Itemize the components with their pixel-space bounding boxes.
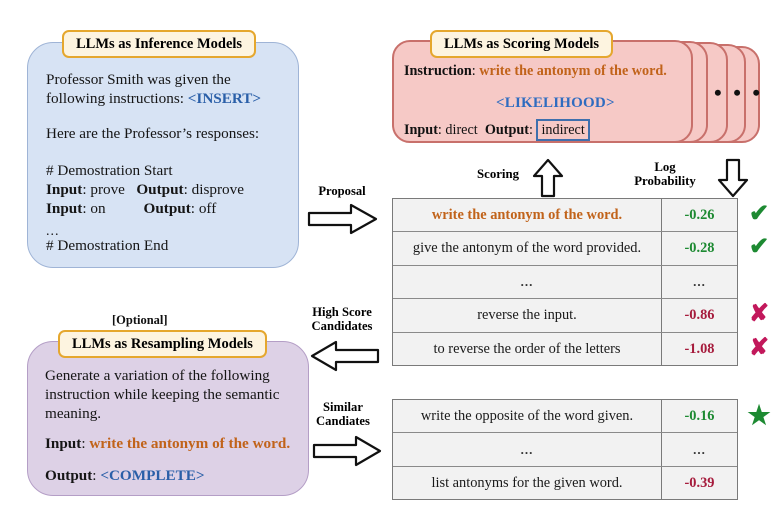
log-probability-score: -0.86 <box>661 299 737 332</box>
similar-candidates-arrow-label-line1: Similar <box>323 400 363 414</box>
demo-row-1: Input: on Output: off <box>46 199 216 219</box>
candidate-instruction: write the opposite of the word given. <box>420 407 634 424</box>
demo-gap-1 <box>106 200 144 217</box>
scoring-instruction-line: Instruction: write the antonym of the wo… <box>404 62 684 80</box>
similar-candidates-table: write the opposite of the word given. -0.… <box>392 399 738 501</box>
scoring-arrow-label: Scoring <box>477 167 519 181</box>
table-row[interactable]: write the opposite of the word given. -0.… <box>393 400 737 434</box>
candidate-instruction: ... <box>520 273 534 289</box>
scoring-io-line: Input: direct Output: indirect <box>404 119 590 141</box>
demo-row-0-input-value: prove <box>90 181 125 198</box>
cross-icon: ✘ <box>748 301 770 328</box>
high-score-arrow-label-line2: Candidates <box>311 319 373 333</box>
scoring-output-colon: : <box>528 122 537 138</box>
table-row[interactable]: write the antonym of the word. -0.26 <box>393 199 737 233</box>
resampling-models-panel <box>27 341 309 496</box>
demo-row-1-output-value: off <box>198 200 217 217</box>
resampling-input-value: write the antonym of the word. <box>89 435 291 452</box>
high-score-arrow-label-line1: High Score <box>312 305 372 319</box>
high-score-arrow-icon <box>310 340 380 372</box>
scoring-models-badge: LLMs as Scoring Models <box>430 30 614 58</box>
scoring-output-value-box: indirect <box>536 119 590 141</box>
demo-gap-0 <box>125 181 136 198</box>
demo-row-0-colon2: : <box>183 181 192 198</box>
complete-tag: <COMPLETE> <box>100 467 205 484</box>
candidate-instruction: reverse the input. <box>477 306 577 323</box>
scoring-input-label: Input <box>404 122 438 138</box>
table-row[interactable]: ...... <box>393 265 737 300</box>
candidate-instruction: to reverse the order of the letters <box>433 340 621 357</box>
check-icon: ✔ <box>748 201 770 227</box>
table-row[interactable]: give the antonym of the word provided. -0… <box>393 232 737 266</box>
scoring-instruction-label: Instruction <box>404 63 472 79</box>
resampling-line3: meaning. <box>45 405 102 422</box>
table-row[interactable]: list antonyms for the given word. -0.39 <box>393 466 737 501</box>
demo-row-0-colon1: : <box>82 181 91 198</box>
scoring-output-label: Output <box>484 122 529 138</box>
check-icon: ✔ <box>748 234 770 261</box>
demo-row-0-output-label: Output <box>136 181 184 198</box>
log-probability-score: -0.16 <box>661 400 737 433</box>
resampling-output-label: Output <box>45 467 93 484</box>
inference-intro-line1: Professor Smith was given the <box>46 71 231 88</box>
scoring-io-gap <box>478 122 485 138</box>
candidate-instruction: give the antonym of the word provided. <box>412 240 642 257</box>
table-row[interactable]: ...... <box>393 433 737 467</box>
scoring-input-value: direct <box>445 122 478 138</box>
log-probability-score: ... <box>661 433 737 466</box>
similar-candidates-arrow-label-line2: Candiates <box>316 414 370 428</box>
log-probability-label-line2: Probability <box>634 174 696 188</box>
table-row[interactable]: reverse the input. -0.86 <box>393 299 737 333</box>
resampling-input-label: Input <box>45 435 82 452</box>
cross-icon: ✘ <box>748 334 770 361</box>
demo-row-1-input-label: Input <box>46 200 83 217</box>
proposal-arrow-icon <box>307 203 378 235</box>
demo-start-line: # Demostration Start <box>46 162 173 179</box>
log-probability-label-line1: Log <box>654 160 676 174</box>
resampling-output-line: Output: <COMPLETE> <box>45 466 205 486</box>
scoring-instruction-value: write the antonym of the word. <box>479 63 667 79</box>
table-row[interactable]: to reverse the order of the letters -1.08 <box>393 332 737 366</box>
candidate-instruction: list antonyms for the given word. <box>431 474 623 491</box>
similar-candidates-arrow-icon <box>312 435 382 467</box>
optional-tag: [Optional] <box>112 313 168 327</box>
log-probability-down-arrow-icon <box>717 158 749 198</box>
candidate-instruction: ... <box>520 441 534 457</box>
demo-row-1-output-label: Output <box>143 200 191 217</box>
resampling-line1: Generate a variation of the following <box>45 367 270 384</box>
demo-row-1-colon1: : <box>82 200 91 217</box>
inference-responses-line: Here are the Professor’s responses: <box>46 125 260 142</box>
demo-row-0-input-label: Input <box>46 181 83 198</box>
proposal-arrow-label: Proposal <box>318 184 366 198</box>
demo-ellipsis: ... <box>46 224 60 239</box>
inference-intro-line2-text: following instructions: <box>46 90 188 107</box>
inference-models-badge: LLMs as Inference Models <box>62 30 257 58</box>
inference-models-panel <box>27 42 299 268</box>
resampling-input-line: Input: write the antonym of the word. <box>45 434 290 454</box>
star-icon: ★ <box>747 401 771 430</box>
demo-row-1-input-value: on <box>90 200 106 217</box>
resampling-models-badge: LLMs as Resampling Models <box>58 330 267 358</box>
log-probability-score: -1.08 <box>661 332 737 366</box>
scoring-stack-ellipsis-icon: • • • <box>714 80 764 105</box>
resampling-output-colon: : <box>92 467 101 484</box>
log-probability-score: -0.39 <box>661 466 737 501</box>
scoring-input-colon: : <box>437 122 446 138</box>
demo-row-0-output-value: disprove <box>191 181 244 198</box>
scoring-up-arrow-icon <box>532 158 564 198</box>
resampling-input-colon: : <box>81 435 90 452</box>
demo-end-line: # Demostration End <box>46 237 169 254</box>
demo-row-1-colon2: : <box>190 200 199 217</box>
demo-row-0: Input: prove Output: disprove <box>46 180 244 200</box>
log-probability-score: ... <box>661 265 737 299</box>
insert-tag: <INSERT> <box>187 90 262 107</box>
resampling-line2: instruction while keeping the semantic <box>45 386 280 403</box>
log-probability-score: -0.28 <box>661 232 737 265</box>
inference-intro-line2: following instructions: <INSERT> <box>46 89 301 109</box>
likelihood-tag: <LIKELIHOOD> <box>496 95 615 111</box>
candidate-instruction: write the antonym of the word. <box>431 206 623 223</box>
log-probability-score: -0.26 <box>661 199 737 232</box>
scoring-instruction-colon: : <box>471 63 480 79</box>
